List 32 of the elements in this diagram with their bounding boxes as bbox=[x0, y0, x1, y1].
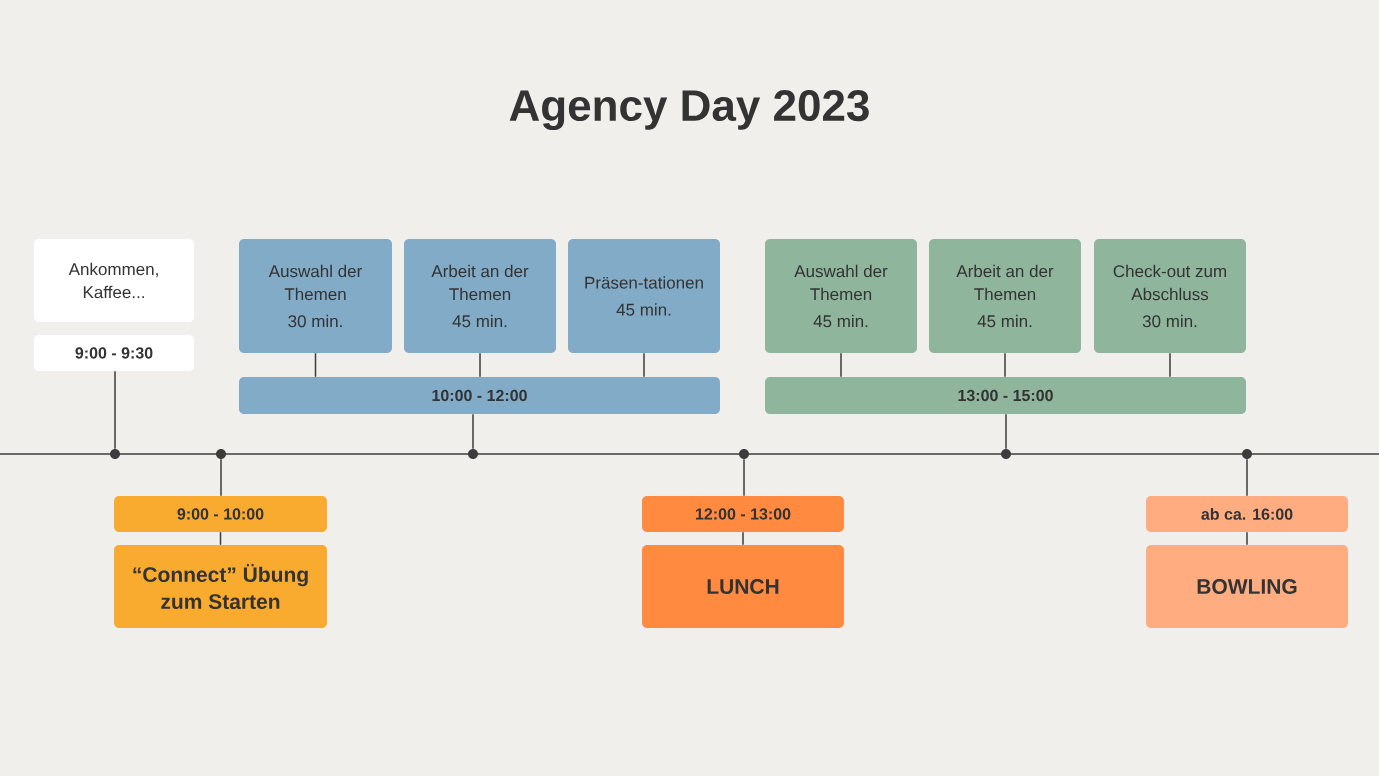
time-bar: 12:00 - 13:00 bbox=[642, 496, 844, 532]
time-bar: ab ca. 16:00 bbox=[1146, 496, 1348, 532]
connector-line bbox=[472, 413, 474, 450]
session-card: Auswahl der Themen 30 min. bbox=[239, 239, 392, 353]
event-box: “Connect” Übung zum Starten bbox=[114, 545, 327, 628]
connector-line bbox=[1169, 352, 1171, 378]
connector-line bbox=[840, 352, 842, 378]
time-bar: 9:00 - 9:30 bbox=[34, 335, 194, 371]
session-card: Check-out zum Abschluss 30 min. bbox=[1094, 239, 1246, 353]
connector-line bbox=[643, 352, 645, 378]
time-bar: 13:00 - 15:00 bbox=[765, 377, 1246, 414]
connector-line bbox=[1246, 458, 1248, 497]
connector-line bbox=[742, 531, 744, 546]
session-card: Arbeit an der Themen 45 min. bbox=[404, 239, 556, 353]
connector-line bbox=[479, 352, 481, 378]
session-card: Arbeit an der Themen 45 min. bbox=[929, 239, 1081, 353]
connector-line bbox=[743, 458, 745, 497]
connector-line bbox=[1005, 413, 1007, 450]
connector-line bbox=[219, 531, 222, 546]
heading: Agency Day 2023 bbox=[509, 89, 869, 130]
connector-line bbox=[314, 352, 317, 378]
connector-line bbox=[114, 370, 116, 450]
event-box: LUNCH bbox=[642, 545, 844, 628]
session-card: Auswahl der Themen 45 min. bbox=[765, 239, 917, 353]
time-bar: 10:00 - 12:00 bbox=[239, 377, 720, 414]
connector-line bbox=[1004, 352, 1006, 378]
session-card: Präsen-tationen 45 min. bbox=[568, 239, 720, 353]
event-box: BOWLING bbox=[1146, 545, 1348, 628]
connector-line bbox=[1246, 531, 1248, 546]
session-card: Ankommen, Kaffee... bbox=[34, 239, 194, 322]
time-bar: 9:00 - 10:00 bbox=[114, 496, 327, 532]
connector-line bbox=[220, 458, 222, 497]
